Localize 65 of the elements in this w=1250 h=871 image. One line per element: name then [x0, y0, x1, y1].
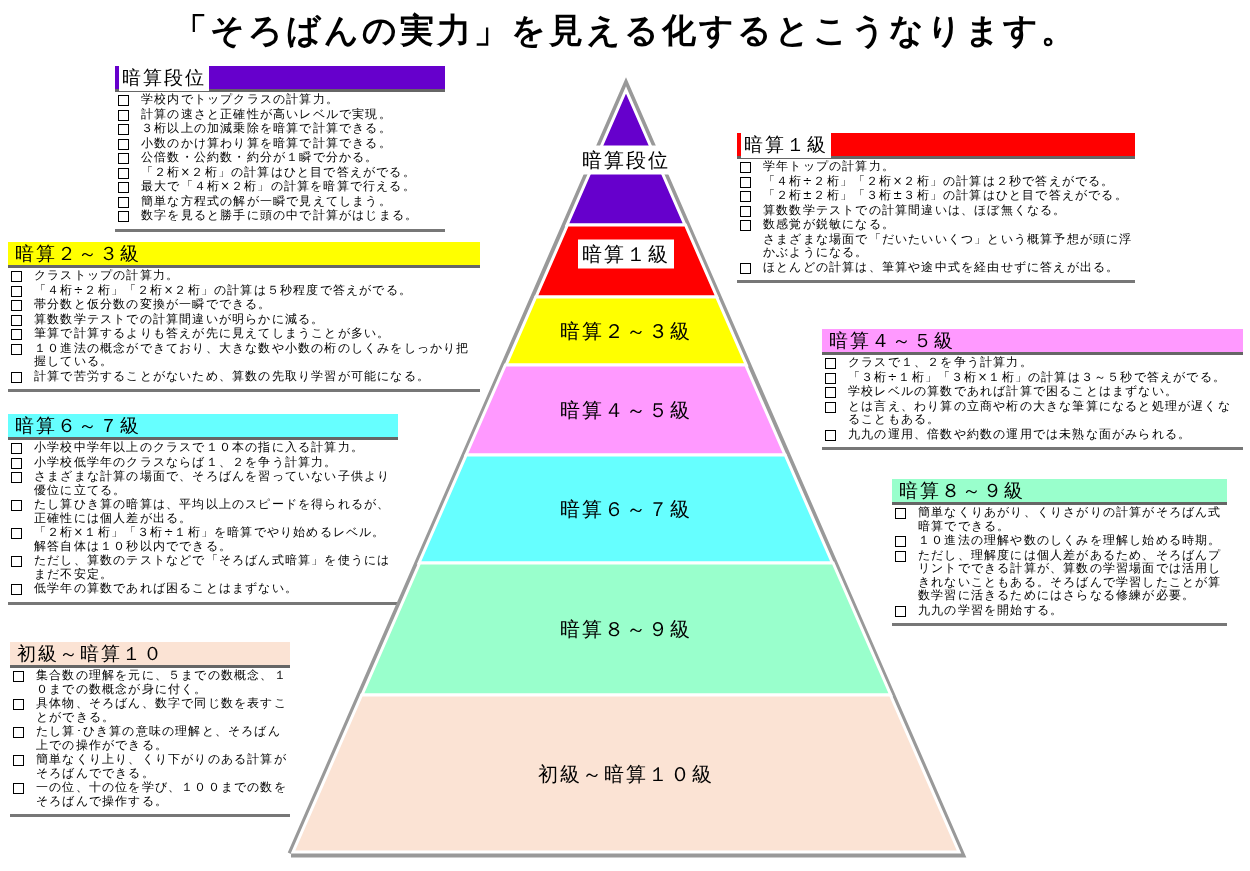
info-panel [822, 329, 1243, 450]
list-item-text: 簡単なくりあがり、くりさがりの計算がそろばん式暗算でできる。 [918, 506, 1223, 533]
list-item-text: 学校内でトップクラスの計算力。 [141, 93, 339, 107]
list-item-text: 計算で苦労することがないため、算数の先取り学習が可能になる。 [34, 369, 430, 383]
list-item-text: 計算の速さと正確性が高いレベルで実現。 [141, 107, 392, 121]
list-item-text: ３桁以上の加減乗除を暗算で計算できる。 [141, 122, 392, 136]
list-item-text: 「３桁÷１桁」「３桁×１桁」の計算は３～５秒で答えがでる。 [848, 370, 1227, 384]
list-item-text: 「２桁×１桁」「３桁÷１桁」を暗算でやり始めるレベル。解答自体は１０秒以内でできる。 [34, 526, 387, 553]
list-item-text: １０進法の理解や数のしくみを理解し始める時期。 [918, 534, 1222, 548]
list-item-text: 学年トップの計算力。 [763, 160, 895, 174]
panel-heading: 暗算６～７級 [14, 412, 142, 438]
list-item-text: 簡単なくり上り、くり下がりのある計算がそろばんでできる。 [36, 753, 288, 780]
list-item-text: 簡単な方程式の解が一瞬で見えてしまう。 [141, 194, 392, 208]
list-item-text: 算数数学テストでの計算間違いは、ほぼ無くなる。 [763, 203, 1067, 217]
tier-label: 暗算１級 [578, 239, 674, 269]
info-panel [8, 242, 480, 392]
tier-label: 初級～暗算１０級 [537, 760, 715, 787]
list-item-text: 集合数の理解を元に、５までの数概念、１０までの数概念が身に付く。 [36, 669, 288, 696]
list-item-text: ただし、算数のテストなどで「そろばん式暗算」を使うにはまだ不安定。 [34, 554, 392, 581]
list-item-text: 九九の運用、倍数や約数の運用では未熟な面がみられる。 [848, 427, 1192, 441]
list-item-text: 最大で「４桁×２桁」の計算を暗算で行える。 [141, 180, 416, 194]
list-item-text: 数感覚が鋭敏になる。 [763, 218, 895, 232]
panel-heading: 暗算１級 [741, 131, 831, 158]
list-item-text: ただし、理解度には個人差があるため、そろばんプリントでできる計算が、算数の学習場面では活用しきれないこともある。そろばんで学習したことが算数学習に活きるためにはさらなる修練が必要。 [918, 548, 1223, 603]
list-item-text: たし算･ひき算の意味の理解と、そろばん上での操作ができる。 [36, 725, 282, 752]
list-item-text: 「２桁±２桁」「３桁±３桁」の計算はひと目で答えがでる。 [763, 189, 1128, 203]
info-panel [737, 133, 1135, 283]
list-item-text: とは言え、わり算の立商や桁の大きな筆算になると処理が遅くなることもある。 [848, 399, 1232, 427]
list-item-text: 「４桁÷２桁」「２桁×２桁」の計算は５秒程度で答えがでる。 [34, 283, 413, 297]
list-item-text: 学校レベルの算数であれば計算で困ることはまずない。 [848, 385, 1178, 399]
info-panel [10, 642, 290, 817]
list-item-text: さまざまな場面で「だいたいいくつ」という概算予想が頭に浮かぶようになる。 [763, 232, 1134, 260]
list-item-text: ほとんどの計算は、筆算や途中式を経由せずに答えが出る。 [763, 260, 1120, 274]
panel-heading: 初級～暗算１０ [16, 640, 165, 666]
info-panel [892, 479, 1227, 626]
panel-heading: 暗算８～９級 [898, 477, 1026, 503]
list-item-text: 小学校低学年のクラスならば１、２を争う計算力。 [34, 455, 338, 469]
page-title: 「そろばんの実力」を見える化するとこうなります。 [171, 9, 1079, 52]
list-item-text: 筆算で計算するよりも答えが先に見えてしまうことが多い。 [34, 327, 391, 341]
list-item-text: さまざまな計算の場面で、そろばんを習っていない子供より優位に立てる。 [34, 470, 392, 497]
list-item-text: 数字を見ると勝手に頭の中で計算がはじまる。 [141, 209, 419, 223]
info-panel [8, 414, 398, 605]
list-item-text: 小数のかけ算わり算を暗算で計算できる。 [141, 136, 392, 150]
list-item-text: たし算ひき算の暗算は、平均以上のスピードを得られるが、正確性には個人差が出る。 [34, 498, 392, 525]
list-item-text: 低学年の算数であれば困ることはまずない。 [34, 582, 298, 596]
tier-label: 暗算６～７級 [559, 495, 693, 523]
list-item-text: 小学校中学年以上のクラスで１０本の指に入る計算力。 [34, 441, 364, 455]
list-item-text: 具体物、そろばん、数字で同じ数を表すことができる。 [36, 697, 288, 724]
tier-label: 暗算４～５級 [559, 396, 693, 424]
panel-heading: 暗算段位 [119, 64, 209, 91]
panel-heading: 暗算２～３級 [14, 240, 142, 266]
list-item-text: １０進法の概念ができており、大きな数や小数の桁のしくみをしっかり把握している。 [34, 341, 471, 369]
list-item-text: 帯分数と仮分数の変換が一瞬でできる。 [34, 298, 272, 312]
tier-label: 暗算８～９級 [559, 615, 693, 643]
list-item-text: クラストップの計算力。 [34, 269, 180, 283]
panel-heading: 暗算４～５級 [828, 327, 956, 353]
list-item-text: 「２桁×２桁」の計算はひと目で答えがでる。 [141, 165, 416, 179]
list-item-text: 算数数学テストでの計算間違いが明らかに減る。 [34, 312, 325, 326]
tier-label: 暗算２～３級 [559, 317, 693, 345]
list-item-text: 九九の学習を開始する。 [918, 603, 1064, 617]
list-item-text: 「４桁÷２桁」「２桁×２桁」の計算は２秒で答えがでる。 [763, 174, 1115, 188]
list-item-text: 公倍数・公約数・約分が１瞬で分かる。 [141, 151, 379, 165]
list-item-text: 一の位、十の位を学び、１００までの数をそろばんで操作する。 [36, 781, 288, 808]
info-panel [115, 66, 445, 232]
list-item-text: クラスで１、２を争う計算力。 [848, 356, 1033, 370]
